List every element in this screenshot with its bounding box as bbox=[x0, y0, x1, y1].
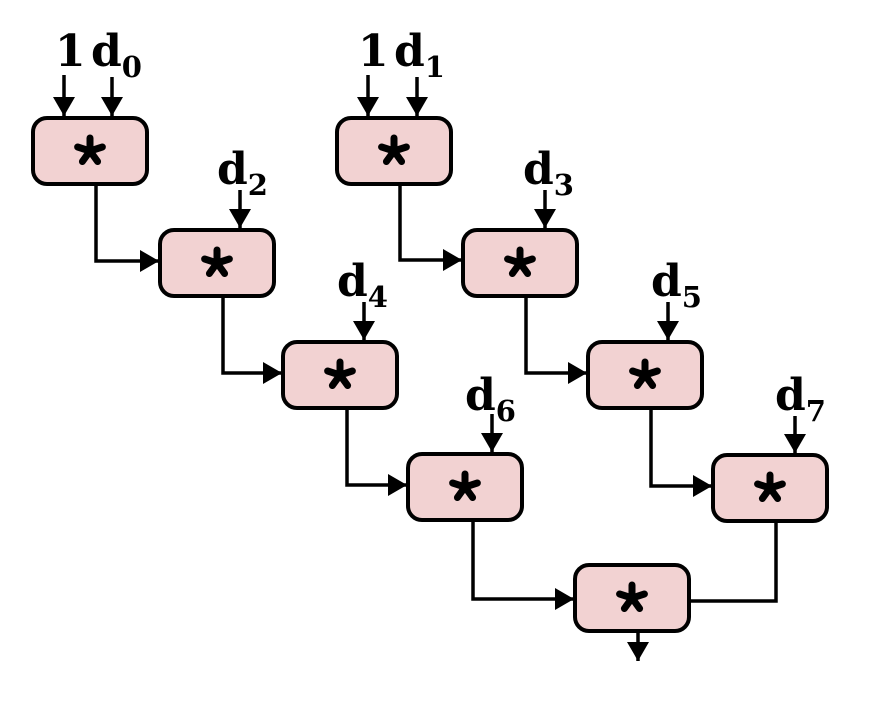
mult-final-node bbox=[573, 563, 691, 633]
edge-mult-1-to-mult-3 bbox=[398, 184, 462, 271]
star-spoke bbox=[766, 480, 786, 492]
star-spoke bbox=[461, 479, 481, 491]
edge-mult-6-to-mult-final bbox=[471, 520, 574, 610]
multiply-star-icon bbox=[616, 581, 648, 612]
edge-mult-7-to-mult-final bbox=[690, 521, 778, 603]
edges-layer bbox=[53, 75, 806, 661]
input-label-d4: d4 bbox=[337, 256, 388, 314]
edge-mult-2-to-mult-4 bbox=[221, 296, 282, 384]
mult-4-node bbox=[281, 340, 399, 410]
mult-2-node bbox=[158, 228, 276, 298]
edge-mult-5-to-mult-7 bbox=[649, 408, 712, 497]
multiply-star-icon bbox=[378, 134, 410, 165]
input-label-d5: d5 bbox=[651, 256, 702, 314]
multiply-star-icon bbox=[754, 471, 786, 502]
star-spoke bbox=[641, 367, 661, 379]
input-label-d0: d0 bbox=[91, 26, 142, 84]
subscript: 3 bbox=[554, 168, 574, 202]
mult-7-node bbox=[711, 453, 829, 523]
mult-5-node bbox=[586, 340, 704, 410]
input-label-d3: d3 bbox=[523, 144, 574, 202]
star-spoke bbox=[213, 255, 233, 267]
subscript: 2 bbox=[248, 168, 268, 202]
multiply-star-icon bbox=[504, 246, 536, 277]
mult-6-node bbox=[406, 452, 524, 522]
multiply-star-icon bbox=[449, 470, 481, 501]
star-spoke bbox=[516, 255, 536, 267]
star-spoke bbox=[336, 367, 356, 379]
subscript: 5 bbox=[682, 280, 702, 314]
input-label-1: 1 bbox=[55, 26, 86, 77]
subscript: 0 bbox=[122, 50, 142, 84]
edge-mult-0-to-mult-2 bbox=[94, 184, 159, 272]
mult-1-node bbox=[335, 116, 453, 186]
mult-0-node bbox=[31, 116, 149, 186]
star-spoke bbox=[390, 143, 410, 155]
input-label-1: 1 bbox=[358, 26, 389, 77]
star-spoke bbox=[86, 143, 106, 155]
star-spoke bbox=[628, 590, 648, 602]
input-label-d6: d6 bbox=[465, 370, 516, 428]
subscript: 1 bbox=[425, 50, 445, 84]
multiply-star-icon bbox=[324, 358, 356, 389]
edge-mult-4-to-mult-6 bbox=[345, 408, 407, 496]
multiply-star-icon bbox=[201, 246, 233, 277]
nodes-layer bbox=[31, 116, 829, 633]
edge-mult-3-to-mult-5 bbox=[524, 296, 587, 384]
input-label-d2: d2 bbox=[217, 144, 268, 202]
input-label-d1: d1 bbox=[394, 26, 445, 84]
subscript: 4 bbox=[368, 280, 388, 314]
multiply-star-icon bbox=[74, 134, 106, 165]
mult-3-node bbox=[461, 228, 579, 298]
subscript: 7 bbox=[806, 394, 826, 428]
subscript: 6 bbox=[496, 394, 516, 428]
multiply-star-icon bbox=[629, 358, 661, 389]
input-label-d7: d7 bbox=[775, 370, 826, 428]
